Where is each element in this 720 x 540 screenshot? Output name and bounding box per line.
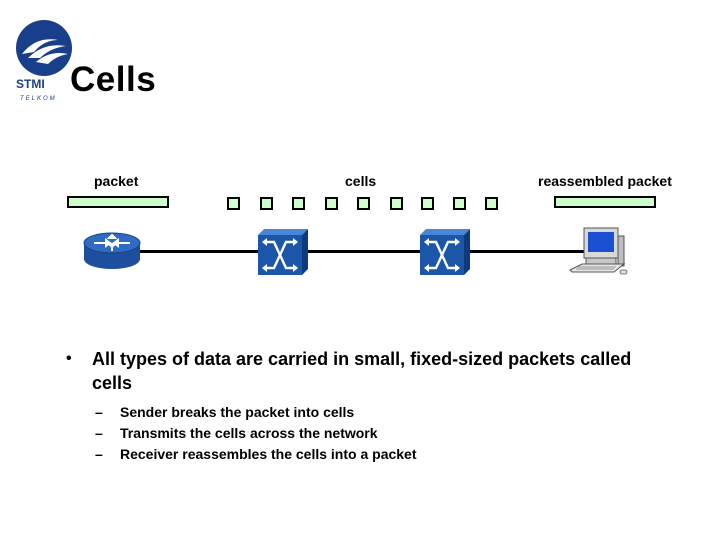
cell-box: [325, 197, 338, 210]
router-icon: [83, 232, 141, 269]
svg-text:STMI: STMI: [16, 77, 45, 91]
computer-icon: [569, 227, 628, 275]
reassembled-packet-bar: [554, 196, 656, 208]
switch-icon: [258, 229, 308, 275]
bullet-main: • All types of data are carried in small…: [66, 347, 666, 395]
cell-box: [227, 197, 240, 210]
bullet-main-text: All types of data are carried in small, …: [92, 349, 632, 393]
sub-bullet-text: Sender breaks the packet into cells: [120, 404, 355, 420]
cell-box: [260, 197, 273, 210]
cell-box: [453, 197, 466, 210]
reassembled-packet-label: reassembled packet: [538, 173, 672, 189]
cell-box: [292, 197, 305, 210]
cell-box: [421, 197, 434, 210]
svg-text:TELKOM: TELKOM: [20, 96, 57, 102]
cell-box: [390, 197, 403, 210]
bullet-list: • All types of data are carried in small…: [66, 347, 666, 465]
sub-bullet-marker: –: [95, 404, 103, 420]
sub-bullet-marker: –: [95, 425, 103, 441]
network-link-line: [110, 250, 590, 253]
cell-box: [357, 197, 370, 210]
switch-icon: [420, 229, 470, 275]
slide-title: Cells: [70, 60, 157, 99]
packet-bar: [67, 196, 169, 208]
sub-bullet-text: Receiver reassembles the cells into a pa…: [120, 446, 417, 462]
packet-label: packet: [94, 173, 139, 189]
cell-box: [485, 197, 498, 210]
cells-label: cells: [345, 173, 377, 189]
bullet-marker: •: [66, 350, 72, 367]
sub-bullet-marker: –: [95, 446, 103, 462]
sub-bullet-list: – Sender breaks the packet into cells – …: [66, 402, 666, 465]
sub-bullet-text: Transmits the cells across the network: [120, 425, 378, 441]
sub-bullet: – Transmits the cells across the network: [66, 423, 666, 444]
sub-bullet: – Receiver reassembles the cells into a …: [66, 444, 666, 465]
sub-bullet: – Sender breaks the packet into cells: [66, 402, 666, 423]
stmik-telkom-logo: STMI TELKOM: [16, 20, 72, 102]
